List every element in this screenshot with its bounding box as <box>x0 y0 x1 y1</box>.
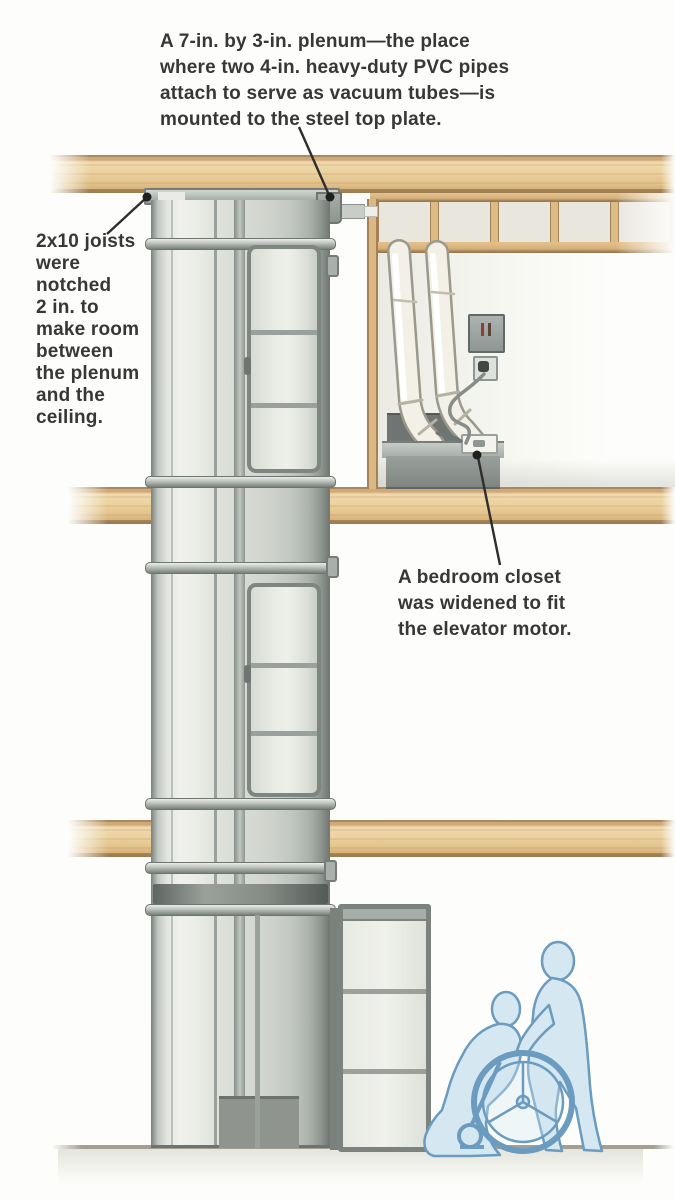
leader-joists <box>106 197 147 235</box>
door-rail <box>343 989 426 994</box>
top-plate-inset <box>158 192 185 201</box>
pipe-pair <box>387 239 498 476</box>
ground-shadow <box>58 1149 643 1191</box>
tube-bracket <box>326 255 339 277</box>
chair-frame <box>460 1061 502 1149</box>
annotation-joists: 2x10 joists were notched 2 in. to make r… <box>36 231 140 428</box>
cab-ceiling <box>153 884 328 904</box>
landing-door-open <box>338 904 431 1152</box>
power-plug <box>478 361 489 372</box>
leader-plenum <box>297 126 331 196</box>
soffit-right-fade <box>370 193 675 253</box>
plenum-pipe-stub <box>364 206 378 217</box>
leader-closet <box>476 456 502 566</box>
leader-dot <box>325 192 335 202</box>
door-rail <box>251 731 317 737</box>
tube-bracket <box>324 860 337 882</box>
door-handle <box>244 665 251 683</box>
electrical-panel <box>468 314 505 353</box>
tube-seam <box>171 200 173 1145</box>
elevator-tube <box>145 200 336 1148</box>
ceiling-joist-band <box>50 155 675 193</box>
tube-door-upper <box>244 245 321 473</box>
leader-group <box>106 126 502 566</box>
wall-outlet <box>473 356 498 381</box>
soffit-framing <box>370 193 675 253</box>
leader-dot <box>142 192 152 202</box>
silhouette-group <box>423 940 604 1158</box>
tube-mullion <box>234 200 245 1145</box>
motor-coupling <box>473 440 485 447</box>
door-handle <box>244 357 251 375</box>
door-rail <box>343 1069 426 1074</box>
landing-door-cap <box>343 909 426 921</box>
tube-mullion <box>214 200 217 1145</box>
wheel-spokes <box>488 1063 558 1124</box>
leader-dot <box>472 450 482 460</box>
wheel-outer <box>471 1050 575 1154</box>
door-rail <box>251 663 317 669</box>
tube-door-middle <box>244 583 321 797</box>
closet-left-wall-stud <box>367 199 378 489</box>
tube-ring <box>145 798 336 810</box>
door-rail <box>251 403 317 408</box>
cab-door-mullion <box>255 915 260 1148</box>
annotation-closet: A bedroom closet was widened to fit the … <box>398 567 572 640</box>
tube-bracket <box>326 556 339 578</box>
tube-ring <box>145 476 336 488</box>
door-rail <box>251 330 317 336</box>
breaker-mark <box>481 323 484 336</box>
breaker-mark <box>488 323 491 336</box>
annotation-plenum: A 7-in. by 3-in. plenum—the place where … <box>160 31 510 130</box>
landing-door-hinge <box>330 908 338 1150</box>
